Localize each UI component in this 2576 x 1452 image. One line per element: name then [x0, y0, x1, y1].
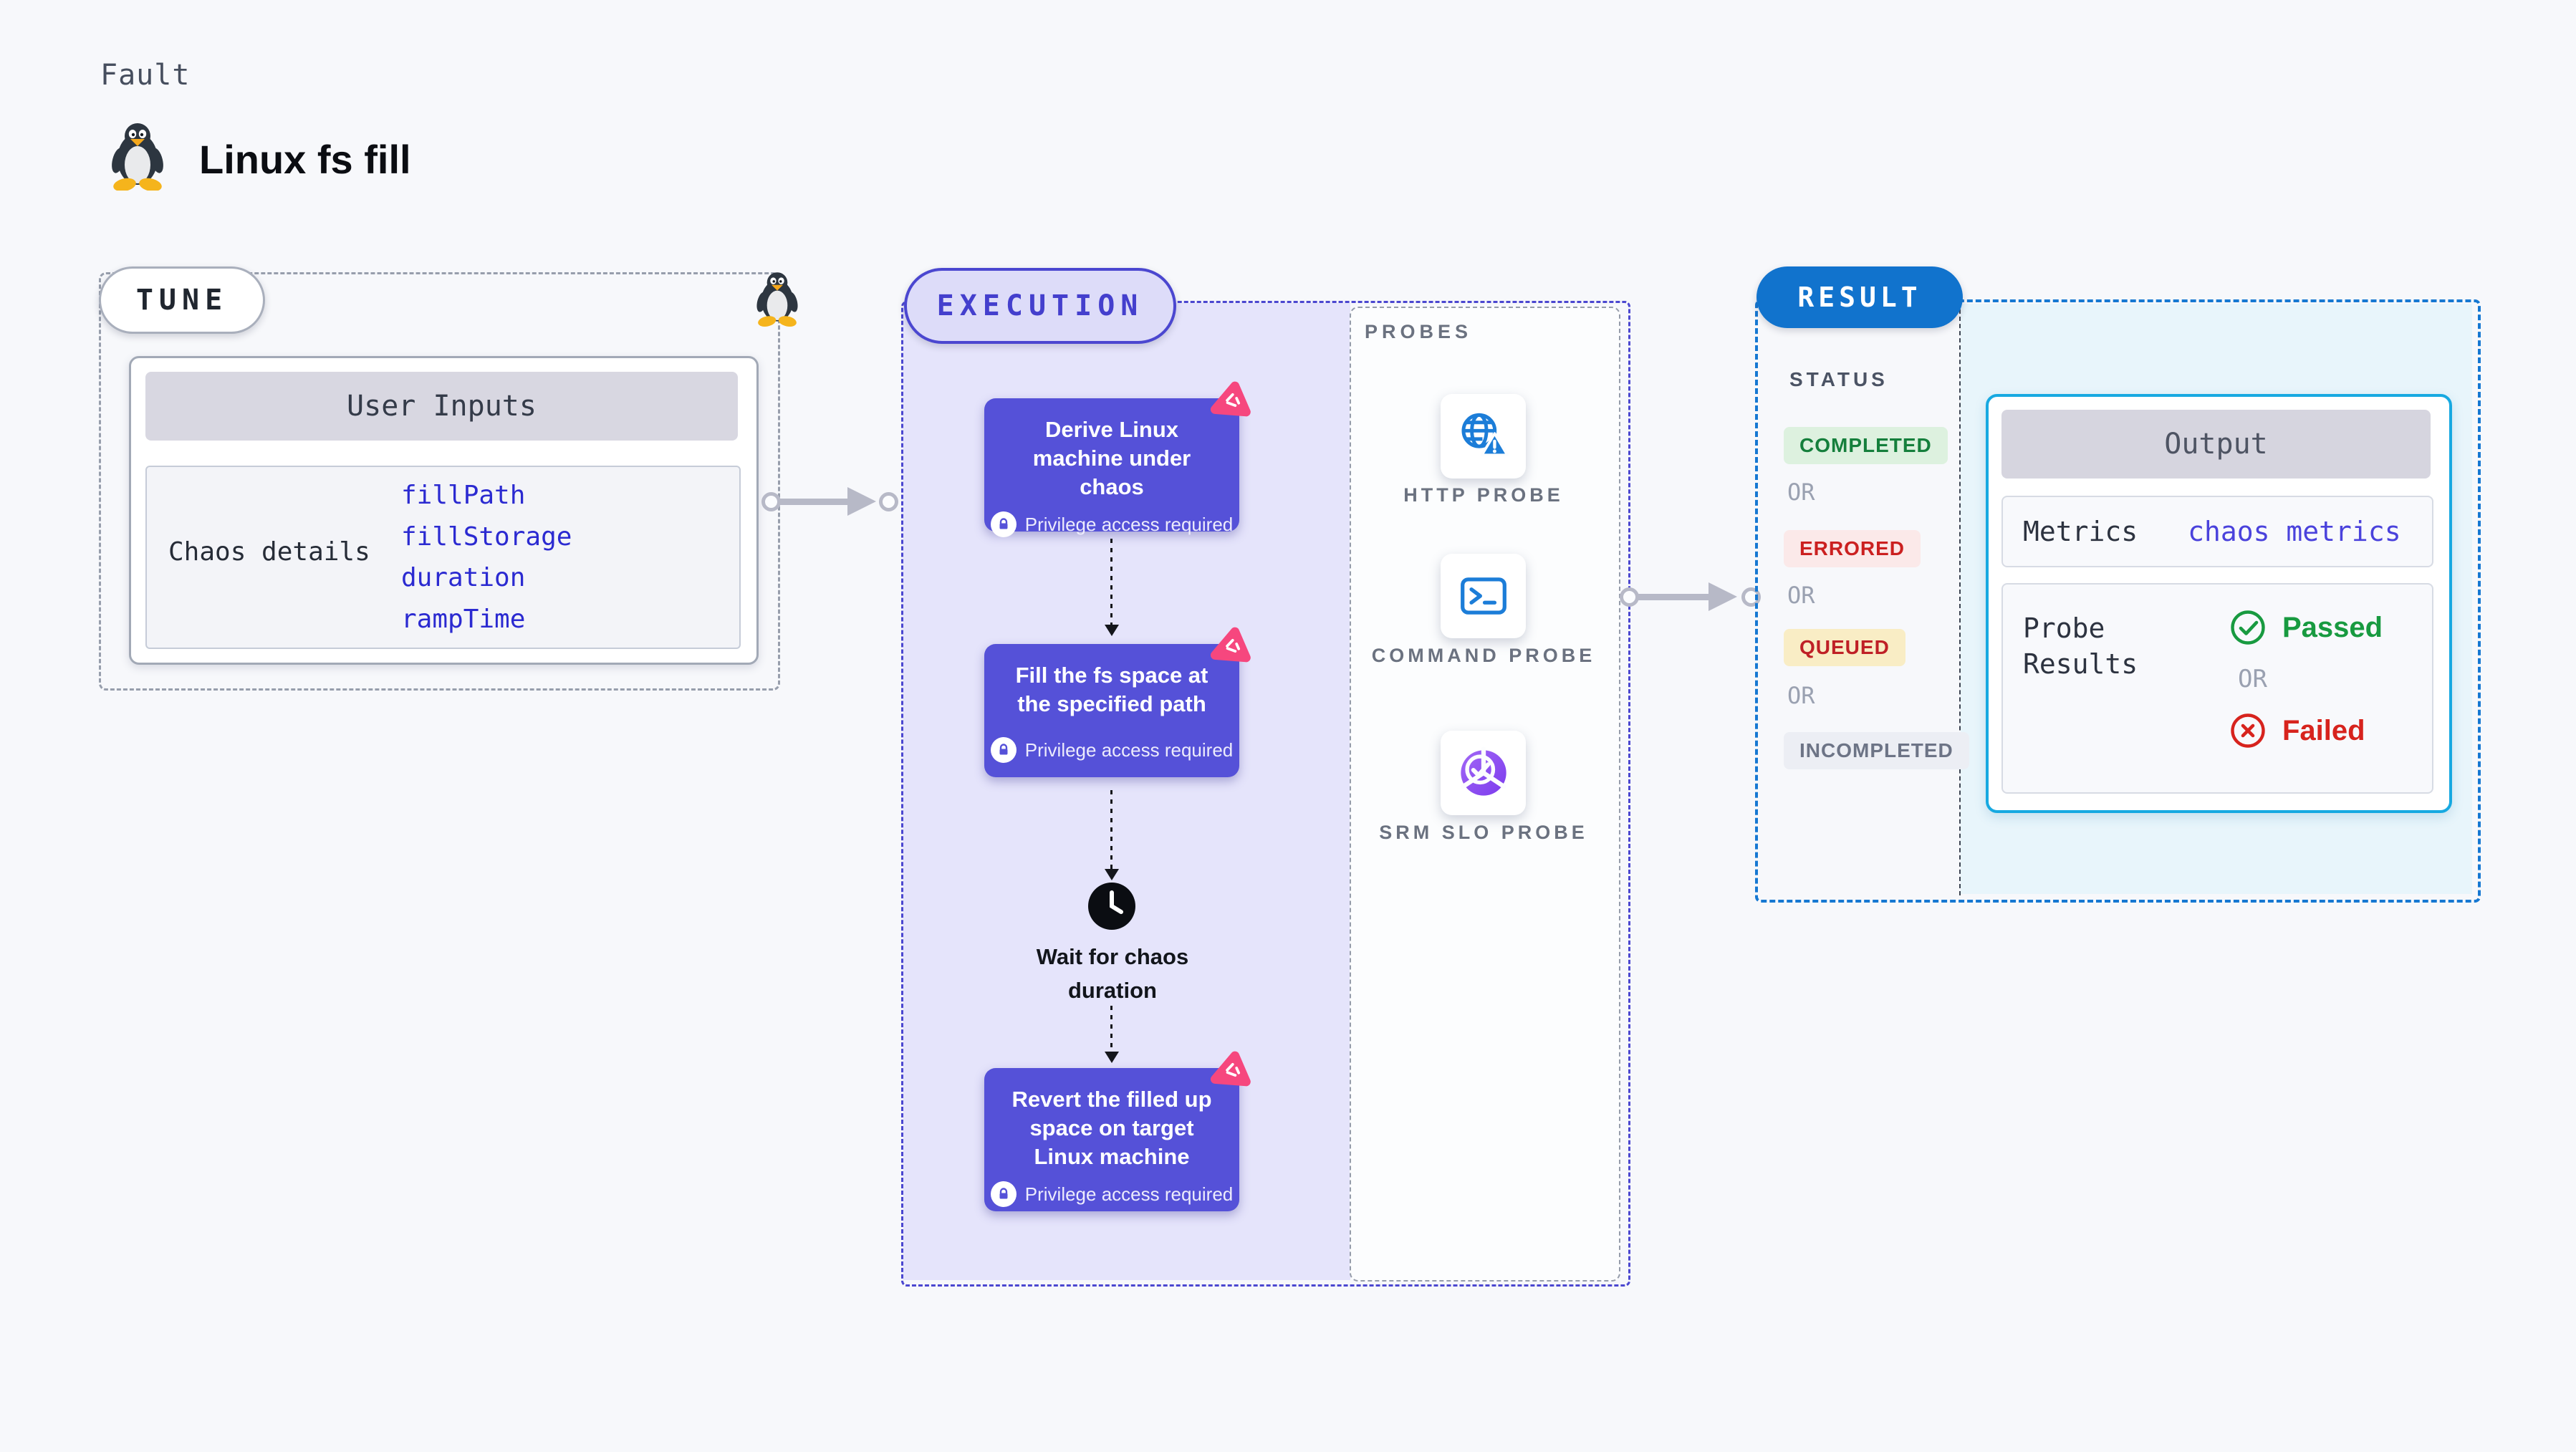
- status-badge-incompleted: INCOMPLETED: [1784, 732, 1969, 769]
- status-badge-queued: QUEUED: [1784, 629, 1905, 666]
- srm-slo-probe-card: [1441, 731, 1526, 815]
- probes-title: PROBES: [1365, 321, 1473, 342]
- chaos-fault-icon: [1210, 627, 1251, 663]
- failed-label: Failed: [2282, 714, 2365, 746]
- lock-icon: [990, 511, 1017, 537]
- terminal-icon: [1460, 577, 1506, 615]
- fault-kicker: Fault: [100, 59, 191, 92]
- step-fill-fs-space: Fill the fs space at the specified path …: [984, 627, 1251, 777]
- tune-pill: TUNE: [99, 266, 265, 334]
- passed-label: Passed: [2282, 611, 2383, 643]
- metrics-label: Metrics: [2023, 516, 2138, 547]
- status-badge-errored: ERRORED: [1784, 530, 1921, 567]
- step-title: Revert the filled up space on target Lin…: [1011, 1087, 1212, 1169]
- execution-to-result-arrow: [1620, 582, 1761, 611]
- status-title: STATUS: [1789, 368, 1888, 390]
- privilege-label: Privilege access required: [1024, 513, 1234, 535]
- lock-icon: [990, 1181, 1017, 1207]
- check-circle-icon: [2231, 610, 2265, 645]
- chaos-fault-icon: [1210, 381, 1251, 417]
- privilege-label: Privilege access required: [1024, 739, 1234, 761]
- result-section: [1755, 299, 2481, 903]
- or-separator: OR: [1787, 479, 1815, 506]
- chaos-fault-icon: [1210, 1051, 1251, 1087]
- tune-to-execution-arrow: [761, 487, 898, 516]
- lock-icon: [990, 737, 1017, 763]
- command-probe-card: [1441, 554, 1526, 638]
- http-probe-label: HTTP PROBE: [1403, 484, 1564, 506]
- command-probe-label: COMMAND PROBE: [1371, 645, 1596, 666]
- privilege-row: Privilege access required: [984, 504, 1239, 552]
- execution-section: [901, 301, 1630, 1287]
- param-duration: duration: [401, 563, 526, 592]
- result-divider: [1959, 302, 1961, 895]
- metrics-value: chaos metrics: [2188, 516, 2401, 547]
- step-revert-space: Revert the filled up space on target Lin…: [984, 1051, 1251, 1211]
- user-inputs-body: [145, 466, 741, 649]
- tune-section: [99, 272, 780, 691]
- metrics-row: Metrics chaos metrics: [2001, 496, 2433, 567]
- chaos-details-label: Chaos details: [168, 537, 370, 567]
- http-probe-card: [1441, 394, 1526, 479]
- output-header: Output: [2001, 410, 2431, 479]
- failed-result: Failed: [2229, 712, 2383, 749]
- execution-pill: EXECUTION: [904, 268, 1176, 344]
- param-fillpath: fillPath: [401, 481, 526, 510]
- clock-icon: [1088, 883, 1135, 930]
- or-separator: OR: [1787, 682, 1815, 709]
- step-title: Derive Linux machine under chaos: [1032, 417, 1191, 499]
- page-title: Linux fs fill: [199, 137, 411, 182]
- user-inputs-header: User Inputs: [145, 372, 738, 441]
- tux-penguin-icon: [112, 123, 163, 191]
- srm-slo-probe-label: SRM SLO PROBE: [1379, 822, 1588, 843]
- x-circle-icon: [2231, 713, 2265, 748]
- passed-result: Passed: [2229, 609, 2383, 646]
- step-derive-machine: Derive Linux machine under chaos Privile…: [984, 381, 1251, 537]
- result-pill: RESULT: [1756, 266, 1963, 328]
- probe-results-label: Probe Results: [2023, 612, 2138, 680]
- status-badge-completed: COMPLETED: [1784, 427, 1948, 464]
- param-fillstorage: fillStorage: [401, 522, 572, 552]
- or-separator: OR: [2238, 665, 2267, 693]
- wait-duration-label: Wait for chaos duration: [1036, 944, 1189, 1003]
- privilege-label: Privilege access required: [1024, 1183, 1234, 1205]
- param-ramptime: rampTime: [401, 605, 526, 634]
- slo-gauge-icon: [1460, 746, 1506, 796]
- or-separator: OR: [1787, 582, 1815, 609]
- step-title: Fill the fs space at the specified path: [1015, 663, 1208, 716]
- privilege-row: Privilege access required: [984, 1174, 1239, 1221]
- globe-alert-icon: [1461, 413, 1509, 457]
- probe-results-row: Probe Results Passed OR Failed: [2001, 583, 2433, 794]
- privilege-row: Privilege access required: [984, 730, 1239, 777]
- tux-penguin-icon: [756, 272, 798, 327]
